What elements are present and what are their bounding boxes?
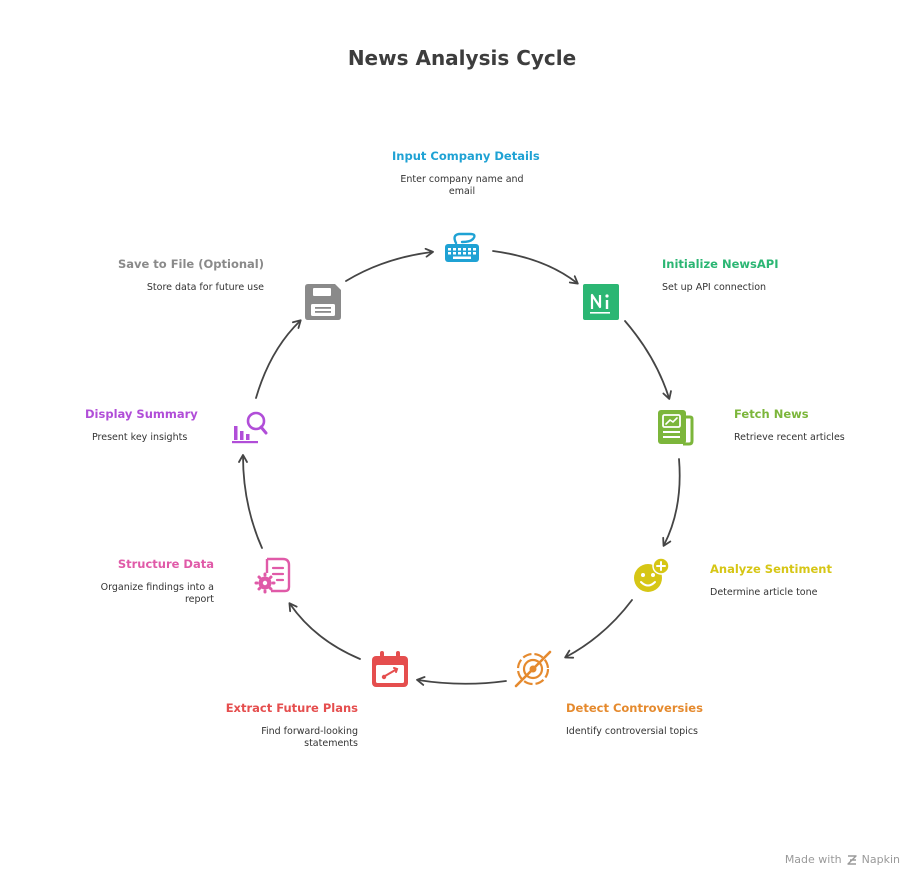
step-8-description: Present key insights (92, 432, 188, 443)
floppy-disk-icon (305, 284, 341, 320)
step-3-description: Retrieve recent articles (734, 432, 845, 443)
page-title: News Analysis Cycle (347, 46, 577, 70)
step-4-description: Determine article tone (710, 587, 818, 598)
arrow-9-to-1 (345, 247, 434, 282)
footer-brand: Napkin (861, 853, 900, 866)
arrow-3-to-4 (662, 458, 681, 547)
step-1-title: Input Company Details (392, 149, 540, 163)
step-9-title: Save to File (Optional) (117, 257, 264, 271)
chart-search-icon (232, 411, 268, 444)
arrow-1-to-2 (492, 250, 579, 285)
footer-prefix: Made with (784, 853, 842, 866)
smiley-plus-icon (634, 557, 670, 592)
step-5-title: Detect Controversies (566, 701, 703, 715)
arrow-5-to-6 (416, 676, 507, 686)
step-9-description: Store data for future use (146, 282, 264, 293)
made-with-napkin-badge[interactable]: Made with Napkin (785, 853, 900, 866)
newsapi-logo-icon (583, 284, 619, 320)
calendar-icon (372, 651, 408, 687)
step-3-title: Fetch News (734, 407, 809, 421)
document-gear-icon (254, 557, 291, 594)
step-7-description: Organize findings into a report (100, 582, 214, 605)
step-8-title: Display Summary (85, 407, 198, 421)
arrow-4-to-5 (564, 599, 633, 659)
arrow-2-to-3 (624, 320, 672, 400)
newspaper-trend-icon (658, 410, 694, 446)
step-4-title: Analyze Sentiment (710, 562, 832, 576)
step-7-title: Structure Data (117, 557, 214, 571)
cycle-arrows (238, 247, 681, 686)
arrow-8-to-9 (255, 319, 302, 399)
step-1-description: Enter company name and email (400, 174, 524, 197)
step-2-title: Initialize NewsAPI (662, 257, 779, 271)
arrow-6-to-7 (288, 602, 361, 660)
step-2-description: Set up API connection (662, 282, 767, 293)
step-6-description: Find forward-looking statements (261, 726, 358, 749)
keyboard-icon (445, 232, 479, 262)
target-slash-icon (514, 650, 552, 688)
arrow-7-to-8 (238, 454, 263, 549)
step-5-description: Identify controversial topics (566, 726, 698, 737)
step-6-title: Extract Future Plans (225, 701, 358, 715)
napkin-logo-icon (846, 854, 857, 865)
